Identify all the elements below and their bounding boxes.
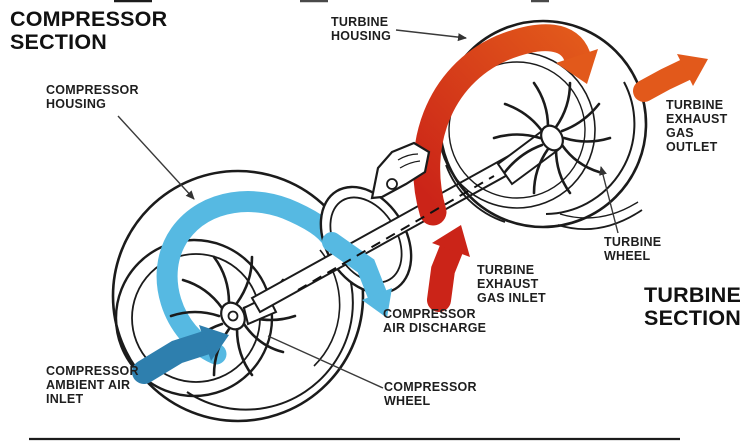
turbine-exhaust-gas-inlet-arrow: [427, 225, 470, 312]
turbine-section-title: TURBINE SECTION: [644, 283, 741, 330]
turbine-housing-leader-line: [395, 29, 467, 42]
shaft-centerline: [297, 175, 495, 291]
compressor-air-discharge-arrow: [322, 232, 392, 318]
compressor-section-title: COMPRESSOR SECTION: [10, 7, 168, 54]
compressor-air-swirl-arrow: [156, 191, 347, 365]
turbine-housing-label: TURBINE HOUSING: [331, 15, 392, 43]
turbine-exhaust-gas-outlet-label: TURBINE EXHAUST GAS OUTLET: [666, 98, 728, 154]
compressor-wheel-label: COMPRESSOR WHEEL: [384, 380, 477, 408]
compressor-ambient-air-inlet-label: COMPRESSOR AMBIENT AIR INLET: [46, 364, 139, 406]
center-housing-bracket-drawing: [370, 141, 431, 200]
image-border-fragments: [29, 0, 680, 441]
compressor-ambient-air-inlet-arrow: [132, 325, 229, 384]
compressor-wheel-leader-line: [267, 335, 384, 389]
turbine-wheel-leader-line: [599, 166, 619, 234]
turbine-exhaust-gas-inlet-label: TURBINE EXHAUST GAS INLET: [477, 263, 546, 305]
compressor-air-discharge-label: COMPRESSOR AIR DISCHARGE: [383, 307, 487, 335]
turbine-wheel-label: TURBINE WHEEL: [604, 235, 662, 263]
turbine-wheel-drawing: [492, 81, 612, 195]
compressor-housing-label: COMPRESSOR HOUSING: [46, 83, 139, 111]
turbine-exhaust-gas-outlet-arrow: [633, 54, 708, 102]
compressor-housing-leader-line: [117, 115, 195, 200]
